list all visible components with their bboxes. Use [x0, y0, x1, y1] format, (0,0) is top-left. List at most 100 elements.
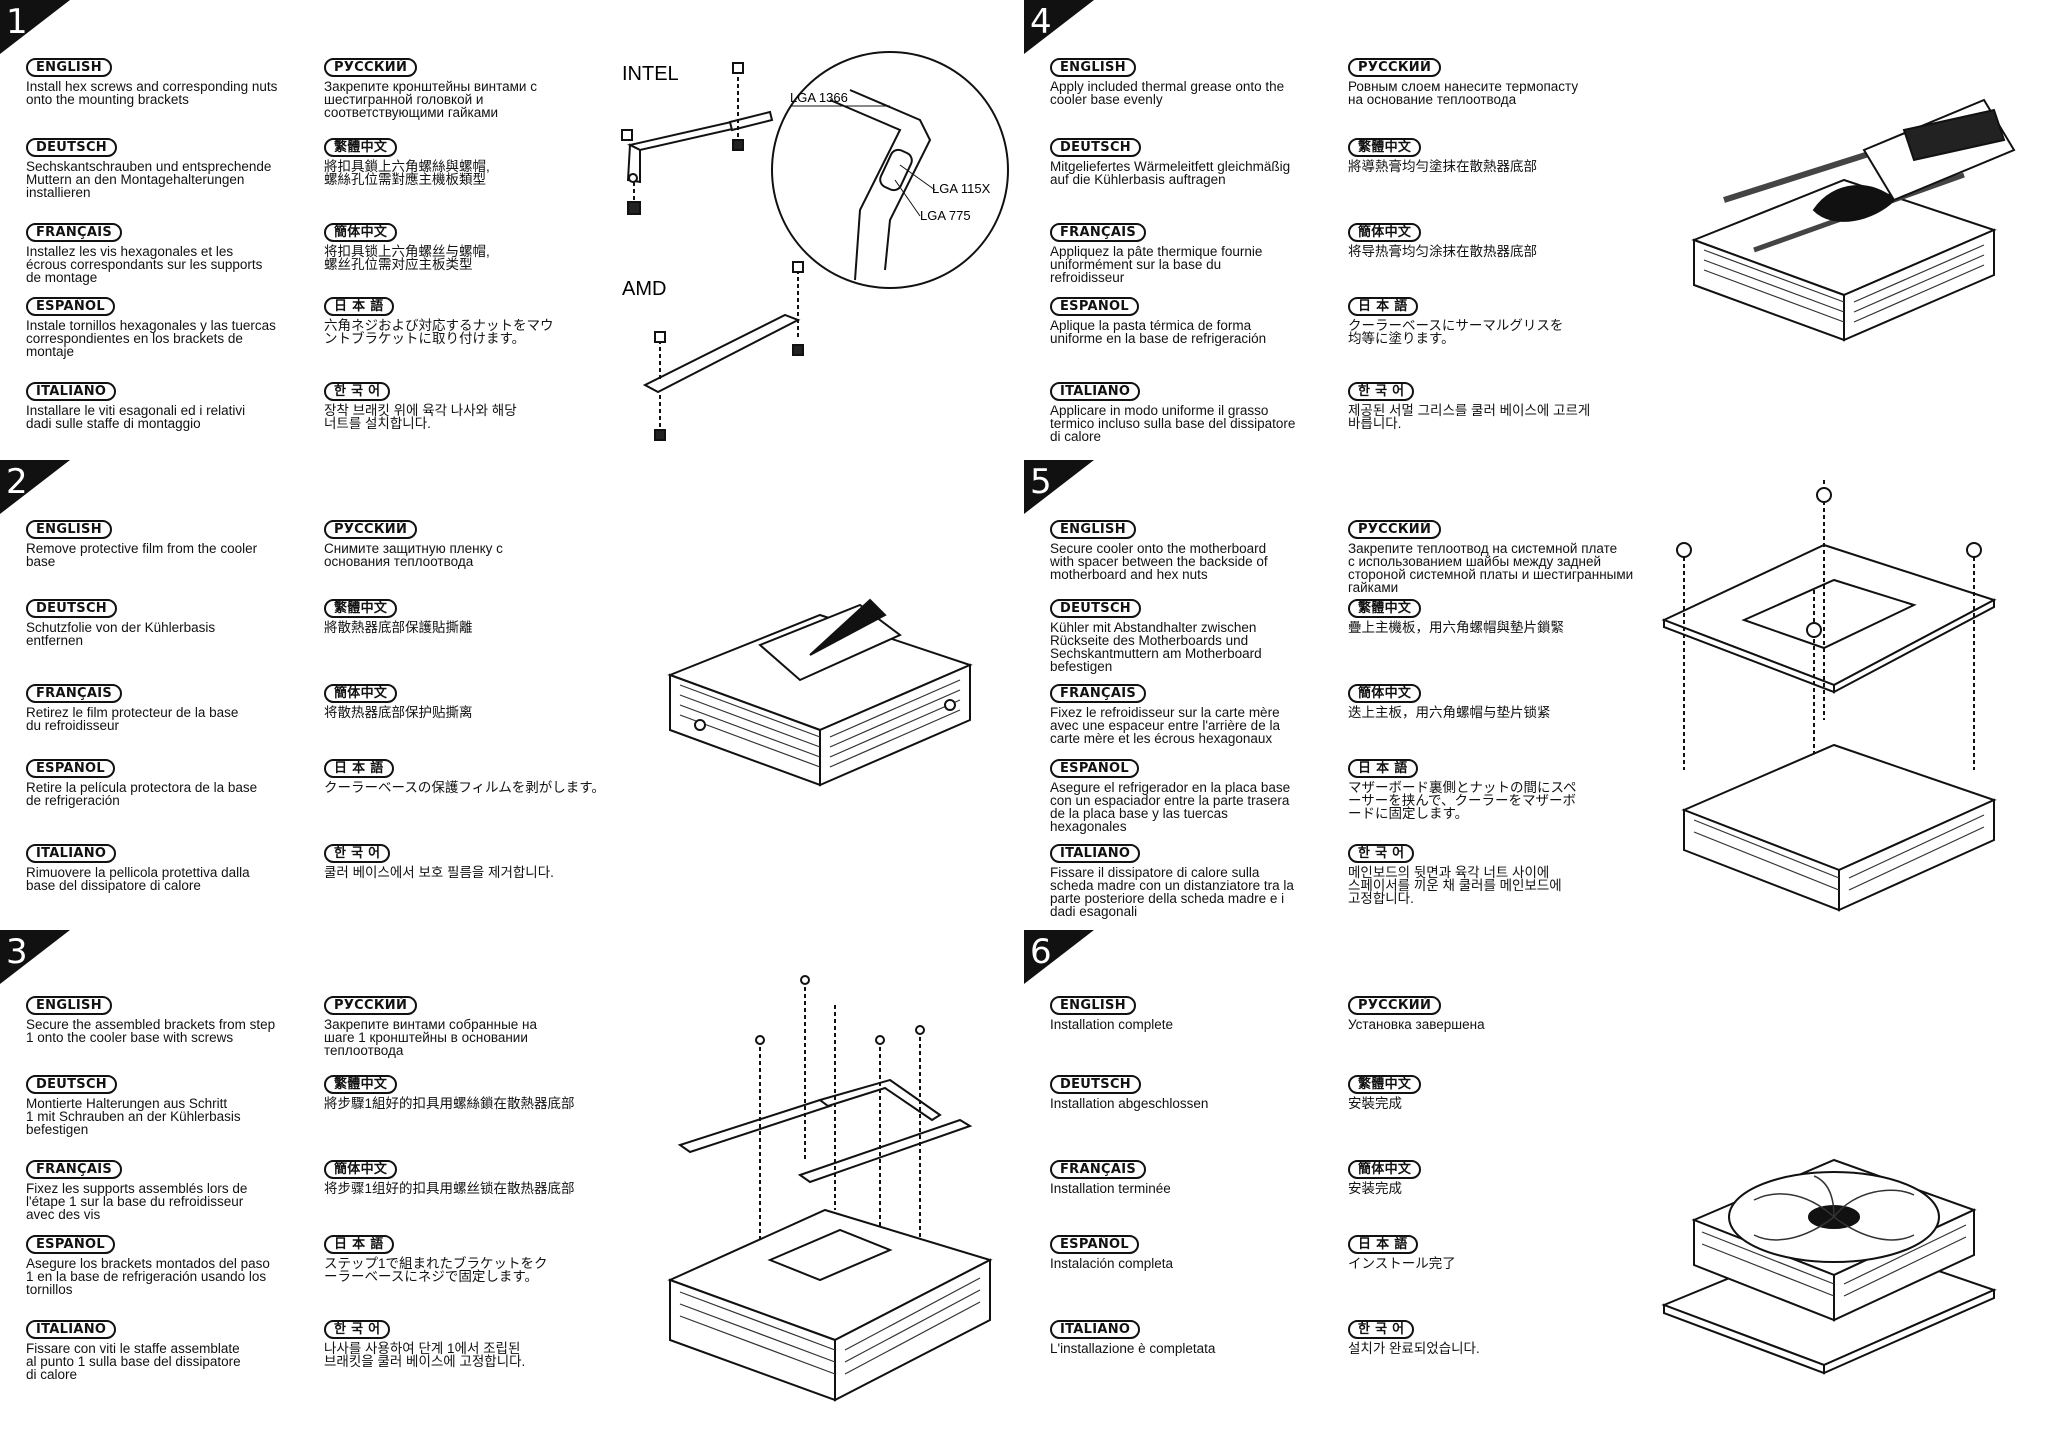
lang-block-japanese: 日 本 語マザーボード裏側とナットの間にスペ ーサーを挟んで、クーラーをマザーボ… — [1348, 759, 1577, 820]
instruction-text: 疊上主機板，用六角螺帽與墊片鎖緊 — [1348, 620, 1564, 635]
language-tag: 簡体中文 — [324, 684, 398, 703]
lang-block-spanish: ESPAÑOL Instalación completa — [1050, 1235, 1173, 1270]
language-tag: РУССКИЙ — [324, 996, 418, 1015]
lga775-leader — [894, 179, 921, 217]
motherboard-mount-illustration — [1661, 480, 1997, 912]
language-tag: ITALIANO — [26, 844, 117, 863]
instruction-text: 安裝完成 — [1348, 1096, 1402, 1111]
language-tag: 日 本 語 — [1348, 297, 1418, 316]
language-tag: FRANÇAIS — [26, 223, 123, 242]
lang-block-traditional-chinese: 繁體中文將步驟1組好的扣具用螺絲鎖在散熱器底部 — [324, 1075, 575, 1110]
installed-cooler-illustration — [1661, 1158, 1997, 1375]
instruction-text: 將導熱膏均勻塗抹在散熱器底部 — [1348, 159, 1537, 174]
instruction-text: Instalación completa — [1050, 1256, 1174, 1271]
instruction-text: Fissare con viti le staffe assemblate al… — [26, 1341, 241, 1382]
lga115x-leader — [899, 164, 936, 191]
instruction-text: Appliquez la pâte thermique fournie unif… — [1050, 244, 1263, 285]
instruction-text: Secure cooler onto the motherboard with … — [1050, 541, 1268, 582]
lang-block-traditional-chinese: 繁體中文安裝完成 — [1348, 1075, 1422, 1111]
instruction-text: Installez les vis hexagonales et les écr… — [26, 244, 263, 285]
language-tag: РУССКИЙ — [324, 520, 418, 539]
instruction-text: 将扣具锁上六角螺丝与螺帽, 螺丝孔位需对应主板类型 — [324, 244, 490, 272]
language-tag: ESPAÑOL — [1050, 1235, 1139, 1254]
language-tag: FRANÇAIS — [1050, 1160, 1147, 1179]
lang-block-japanese: 日 本 語インストール完了 — [1348, 1235, 1456, 1270]
instruction-text: 将导热膏均匀涂抹在散热器底部 — [1348, 244, 1537, 259]
lang-block-japanese: 日 本 語クーラーベースにサーマルグリスを 均等に塗ります。 — [1348, 297, 1563, 345]
language-tag: ITALIANO — [26, 1320, 117, 1339]
instruction-text: Rimuovere la pellicola protettiva dalla … — [26, 865, 250, 893]
lang-block-italian: ITALIANO Rimuovere la pellicola protettiv… — [26, 844, 250, 892]
instruction-text: Mitgeliefertes Wärmeleitfett gleichmäßig… — [1050, 159, 1291, 187]
language-tag: РУССКИЙ — [324, 58, 418, 77]
instruction-text: Install hex screws and corresponding nut… — [26, 79, 278, 107]
instruction-text: Remove protective film from the cooler b… — [26, 541, 258, 569]
instruction-text: Kühler mit Abstandhalter zwischen Rückse… — [1050, 620, 1262, 674]
instruction-text: 六角ネジおよび対応するナットをマウ ントブラケットに取り付けます。 — [324, 318, 554, 346]
instruction-text: ステップ1で組まれたブラケットをク ーラーベースにネジで固定します。 — [324, 1256, 548, 1284]
step-number: 5 — [1030, 462, 1052, 502]
language-tag: ESPAÑOL — [26, 759, 115, 778]
instruction-text: Asegure los brackets montados del paso 1… — [26, 1256, 270, 1297]
language-tag: 簡体中文 — [324, 1160, 398, 1179]
lang-block-simplified-chinese: 簡体中文安装完成 — [1348, 1160, 1422, 1195]
instruction-text: Fissare il dissipatore di calore sulla s… — [1050, 865, 1294, 919]
language-tag: 日 本 語 — [324, 1235, 394, 1254]
instruction-text: Retirez le film protecteur de la base du… — [26, 705, 239, 733]
step-number-badge: 6 — [1024, 930, 1094, 984]
instruction-text: Ровным слоем нанесите термопасту на осно… — [1348, 79, 1579, 107]
lang-block-simplified-chinese: 簡体中文将扣具锁上六角螺丝与螺帽, 螺丝孔位需对应主板类型 — [324, 223, 490, 271]
language-tag: ITALIANO — [1050, 382, 1141, 401]
instruction-text: Schutzfolie von der Kühlerbasis entferne… — [26, 620, 216, 648]
bracket-illustration: INTEL AMD — [621, 51, 1009, 441]
language-tag: 繁體中文 — [1348, 599, 1422, 618]
language-tag: 한 국 어 — [324, 844, 391, 863]
instruction-text: 將步驟1組好的扣具用螺絲鎖在散熱器底部 — [324, 1096, 575, 1111]
instruction-text: 將扣具鎖上六角螺絲與螺帽, 螺絲孔位需對應主機板類型 — [324, 159, 490, 187]
instruction-text: Закрепите кронштейны винтами с шестигран… — [324, 79, 537, 120]
lang-block-traditional-chinese: 繁體中文將扣具鎖上六角螺絲與螺帽, 螺絲孔位需對應主機板類型 — [324, 138, 490, 186]
language-tag: РУССКИЙ — [1348, 520, 1442, 539]
lga115x-label: LGA 115X — [932, 181, 991, 196]
detail-magnifier — [771, 51, 1009, 289]
language-tag: 한 국 어 — [1348, 1320, 1415, 1339]
instruction-text: 迭上主板，用六角螺帽与垫片锁紧 — [1348, 705, 1551, 720]
instruction-text: Installation complete — [1050, 1017, 1174, 1032]
instruction-text: クーラーベースにサーマルグリスを 均等に塗ります。 — [1348, 318, 1564, 346]
instruction-text: Fixez les supports assemblés lors de l'é… — [26, 1181, 248, 1222]
instruction-text: Закрепите винтами собранные на шаге 1 кр… — [324, 1017, 538, 1058]
language-tag: DEUTSCH — [26, 138, 117, 157]
lga1366-label: LGA 1366 — [790, 90, 848, 105]
instruction-text: Fixez le refroidisseur sur la carte mère… — [1050, 705, 1280, 746]
instruction-text: クーラーベースの保護フィルムを剥がします。 — [324, 780, 605, 795]
instruction-text: 장착 브래킷 위에 육각 나사와 해당 너트를 설치합니다. — [324, 403, 517, 431]
step-number-badge: 5 — [1024, 460, 1094, 514]
lang-block-simplified-chinese: 簡体中文将散热器底部保护贴撕离 — [324, 684, 473, 719]
language-tag: FRANÇAIS — [1050, 684, 1147, 703]
thermal-grease-illustration — [1691, 98, 2016, 342]
language-tag: ESPAÑOL — [26, 297, 115, 316]
language-tag: 繁體中文 — [1348, 1075, 1422, 1094]
lang-block-simplified-chinese: 簡体中文将导热膏均匀涂抹在散热器底部 — [1348, 223, 1537, 258]
instruction-text: Apply included thermal grease onto the c… — [1050, 79, 1285, 107]
language-tag: 簡体中文 — [324, 223, 398, 242]
language-tag: 한 국 어 — [1348, 382, 1415, 401]
